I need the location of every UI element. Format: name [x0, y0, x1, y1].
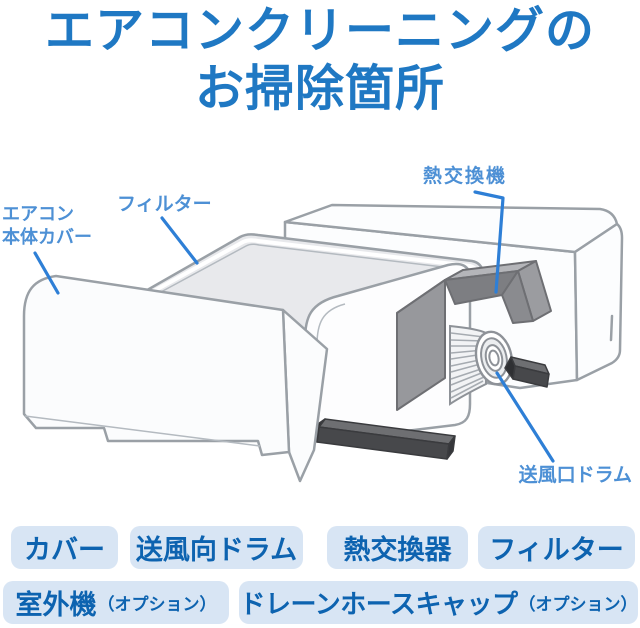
- cover-leader-line: [33, 251, 60, 295]
- badge-cover-label: カバー: [24, 535, 105, 565]
- outlet-drum-label: 送風口ドラム: [519, 463, 632, 486]
- badge-heat-exchanger-label: 熱交換器: [343, 535, 452, 565]
- badge-drain-hose-cap-label: ドレーンホースキャップ: [239, 589, 518, 619]
- louver-vane-large: [307, 418, 456, 460]
- badge-heat-exchanger: 熱交換器: [327, 526, 468, 569]
- drum-leader-line: [495, 371, 555, 463]
- page-title-line1: エアコンクリーニングの: [44, 4, 595, 58]
- cover-bottom-lip-line: [24, 415, 261, 447]
- badge-air-direction-drum: 送風向ドラム: [130, 526, 303, 569]
- vane-large-end: [446, 435, 456, 460]
- heat-exchanger: [396, 260, 552, 411]
- heat-exchanger-label: 熱交換機: [423, 164, 507, 187]
- badge-cover: カバー: [11, 526, 118, 569]
- cover-label-line2: 本体カバー: [2, 226, 92, 247]
- filter-label: フィルター: [117, 193, 212, 215]
- badge-outdoor-unit-option-suffix: （オプション）: [97, 595, 217, 614]
- heat-exchanger-leader-line: [473, 190, 505, 294]
- filter-leader-line: [160, 216, 199, 265]
- heat-exchanger-slab-front: [396, 279, 446, 411]
- leader-lines: [33, 190, 555, 463]
- badge-drain-hose-cap: ドレーンホースキャップ （オプション）: [239, 581, 638, 624]
- heat-exchanger-arm-front: [501, 270, 534, 324]
- badge-filter: フィルター: [478, 526, 635, 569]
- fan-drum-end-disc: [474, 330, 514, 386]
- vane-small-tip: [504, 356, 516, 380]
- fan-drum: [449, 324, 514, 406]
- rear-body-handle-line: [609, 314, 614, 342]
- page-title-line2: お掃除箇所: [194, 62, 445, 116]
- page-title: エアコンクリーニングの お掃除箇所: [0, 2, 640, 118]
- badge-drain-hose-cap-option-suffix: （オプション）: [518, 595, 638, 614]
- cover-panel: [22, 274, 329, 483]
- rear-body-end-face: [573, 222, 624, 382]
- louver-vane-small: [504, 356, 550, 388]
- badge-air-direction-drum-label: 送風向ドラム: [135, 535, 298, 565]
- badge-outdoor-unit: 室外機 （オプション）: [3, 581, 229, 624]
- cover-front-face: [22, 274, 291, 457]
- badge-outdoor-unit-label: 室外機: [15, 590, 97, 620]
- badge-filter-label: フィルター: [489, 535, 624, 565]
- cover-label-line1: エアコン: [2, 204, 74, 224]
- fan-drum-ribs: [450, 332, 485, 399]
